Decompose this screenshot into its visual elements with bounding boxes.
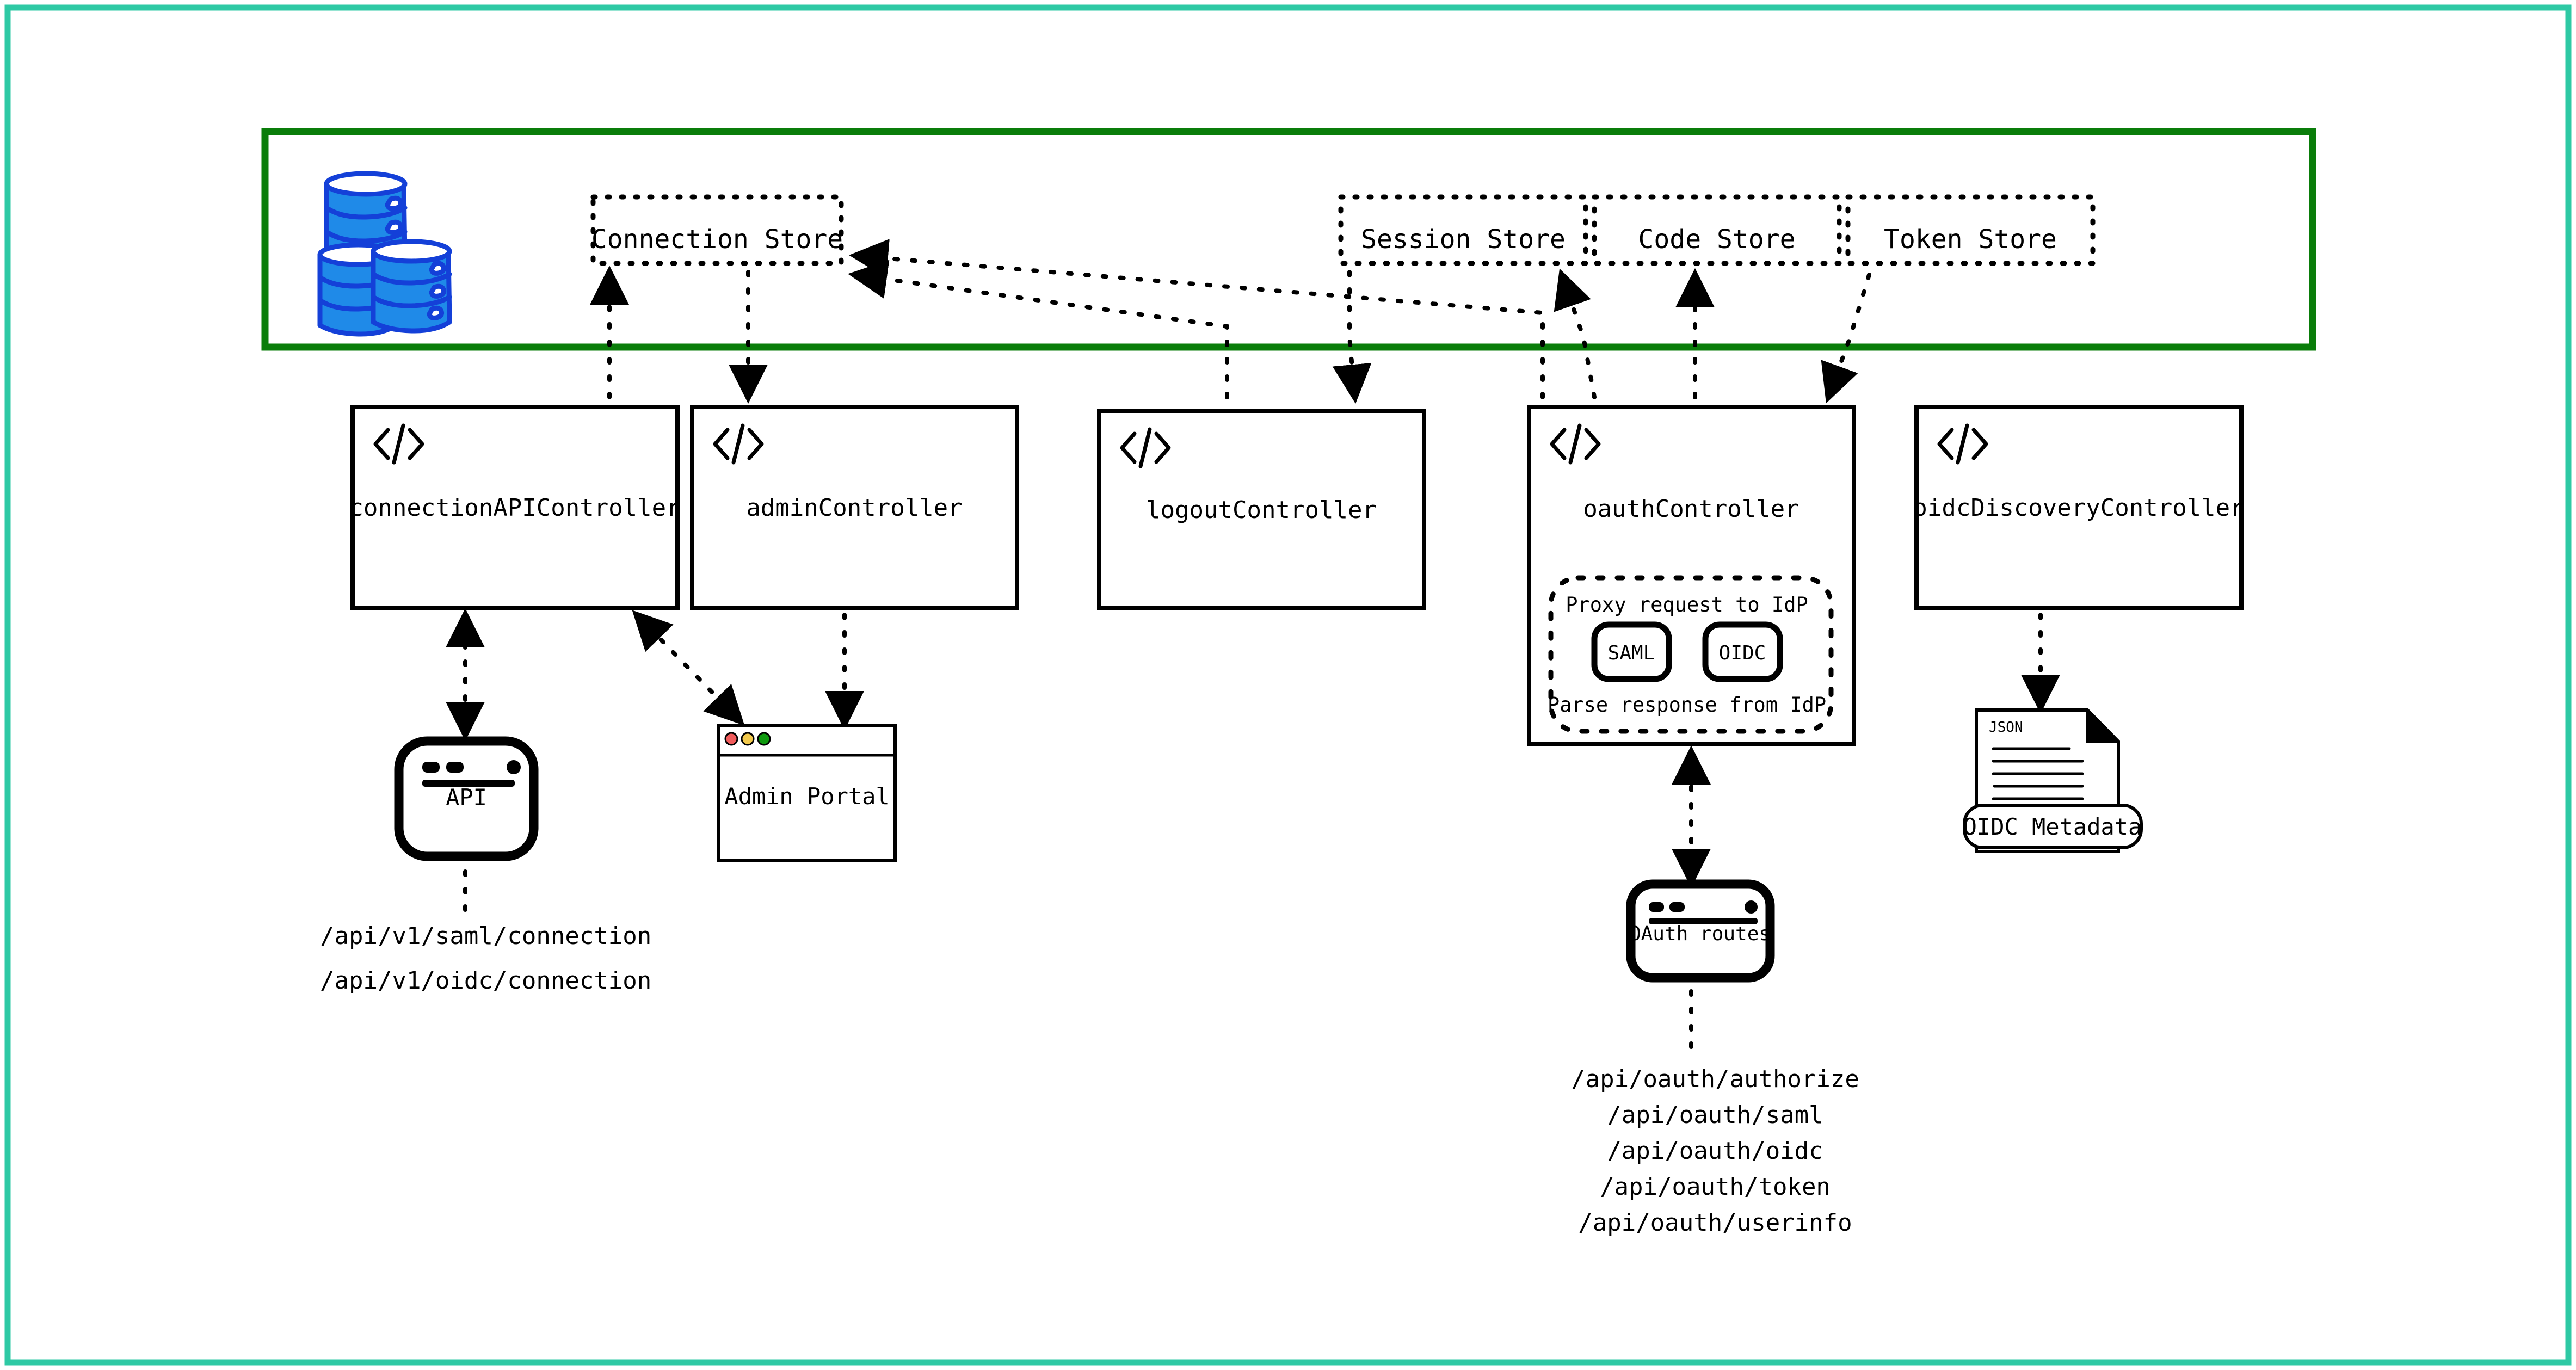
oidc-protocol-chip[interactable] — [1702, 621, 1783, 682]
connection-api-controller-label: connectionAPIController — [349, 494, 680, 522]
oauth-endpoint-2: /api/oauth/oidc — [1607, 1137, 1823, 1165]
idp-proxy-box — [1548, 575, 1834, 734]
code-icon — [1937, 423, 1988, 465]
oauth-controller-label: oauthController — [1583, 495, 1799, 523]
api-node[interactable]: API — [394, 736, 539, 861]
admin-portal-label: Admin Portal — [724, 783, 889, 810]
logout-controller-box[interactable] — [1097, 409, 1426, 610]
saml-protocol-label: SAML — [1608, 642, 1655, 664]
oauth-endpoint-0: /api/oauth/authorize — [1571, 1065, 1859, 1093]
connection-endpoint-1: /api/v1/oidc/connection — [320, 967, 651, 995]
edge-admin-portal-bidir — [632, 610, 745, 726]
window-dot-red — [724, 732, 738, 746]
edge-logout-to-session-store — [848, 260, 1229, 399]
database-stack-icon — [317, 171, 452, 337]
api-node-label: API — [446, 784, 487, 811]
code-store-box[interactable] — [1592, 194, 1842, 266]
oauth-endpoint-3: /api/oauth/token — [1600, 1173, 1831, 1201]
code-store-label: Code Store — [1638, 224, 1796, 255]
store-layer-container — [261, 128, 2316, 351]
session-store-box[interactable] — [1338, 194, 1588, 266]
connection-store-label: Connection Store — [591, 224, 843, 255]
json-doc-label: JSON — [1989, 719, 2023, 736]
connection-endpoint-0: /api/v1/saml/connection — [320, 922, 651, 950]
oidc-protocol-label: OIDC — [1719, 642, 1766, 664]
oidc-discovery-controller-box[interactable] — [1914, 405, 2244, 610]
outer-frame — [4, 4, 2572, 1366]
idp-proxy-top-label: Proxy request to IdP — [1566, 593, 1808, 616]
window-dot-green — [757, 732, 771, 746]
edge-oauth-to-connection-store — [849, 239, 1545, 399]
code-icon — [713, 423, 764, 465]
code-icon — [1120, 427, 1171, 468]
code-icon — [1550, 423, 1601, 465]
oidc-discovery-controller-label: oidcDiscoveryController — [1913, 494, 2244, 522]
connection-api-controller-box[interactable] — [350, 405, 680, 610]
admin-portal-window[interactable]: Admin Portal — [717, 724, 897, 862]
edge-session-store-to-logout — [1332, 270, 1372, 404]
edge-token-store-to-oauth — [1821, 273, 1871, 404]
idp-proxy-bottom-label: Parse response from IdP — [1548, 693, 1826, 717]
oauth-routes-label: OAuth routes — [1629, 923, 1771, 945]
oidc-metadata-doc[interactable]: JSON OIDC Metadata — [1963, 708, 2143, 853]
saml-protocol-chip[interactable] — [1591, 621, 1672, 682]
code-icon — [373, 423, 424, 465]
admin-controller-label: adminController — [746, 494, 962, 522]
token-store-box[interactable] — [1845, 194, 2096, 266]
edge-oauth-to-session-store — [1554, 268, 1597, 399]
logout-controller-label: logoutController — [1146, 496, 1377, 524]
oauth-endpoint-1: /api/oauth/saml — [1607, 1101, 1823, 1129]
window-dot-yellow — [741, 732, 755, 746]
oidc-metadata-label: OIDC Metadata — [1963, 813, 2142, 840]
session-store-label: Session Store — [1361, 224, 1566, 255]
oauth-endpoint-4: /api/oauth/userinfo — [1578, 1209, 1852, 1237]
token-store-label: Token Store — [1884, 224, 2057, 255]
oauth-routes-node[interactable]: OAuth routes — [1626, 879, 1775, 983]
connection-store-box[interactable] — [590, 194, 844, 266]
admin-controller-box[interactable] — [690, 405, 1019, 610]
